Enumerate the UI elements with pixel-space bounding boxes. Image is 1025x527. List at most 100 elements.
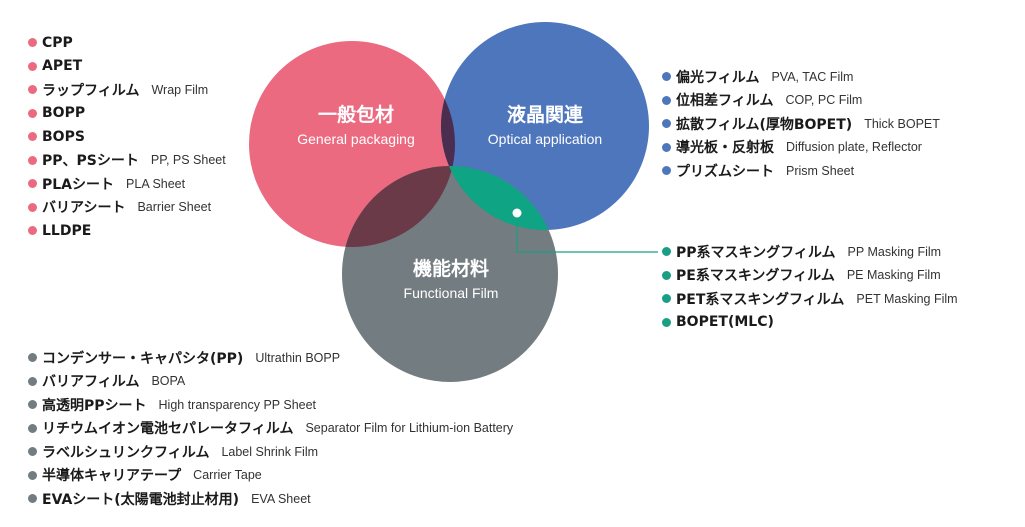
item-name-jp: バリアシート (42, 200, 126, 217)
list-item: CPP (28, 31, 226, 55)
item-name-jp: EVAシート(太陽電池封止材用) (42, 491, 240, 508)
connector-line (516, 213, 658, 253)
connector-dot (512, 208, 522, 218)
list-item: 導光板・反射板 Diffusion plate, Reflector (662, 136, 940, 160)
bullet-dot-icon (662, 270, 671, 280)
functional-film-title: 機能材料 (413, 257, 489, 280)
item-name-jp: 偏光フィルム (676, 69, 760, 86)
item-name-jp: バリアフィルム (42, 374, 140, 391)
item-name-en: Label Shrink Film (221, 444, 319, 459)
item-name-jp: LLDPE (42, 222, 92, 239)
list-item: ラベルシュリンクフィルム Label Shrink Film (28, 440, 513, 464)
bullet-dot-icon (28, 353, 37, 363)
functional-film-list: コンデンサー・キャパシタ(PP) Ultrathin BOPP バリアフィルム BOP… (28, 346, 513, 511)
item-name-en: PVA, TAC Film (771, 69, 854, 84)
list-item: リチウムイオン電池セパレータフィルム Separator Film for Lit… (28, 417, 513, 441)
item-name-jp: BOPS (42, 128, 85, 145)
item-name-en: PLA Sheet (126, 176, 186, 191)
bullet-dot-icon (28, 85, 37, 95)
item-name-jp: PET系マスキングフィルム (676, 291, 845, 308)
optical-application-list: 偏光フィルム PVA, TAC Film 位相差フィルム COP, PC Film 拡散… (662, 65, 940, 183)
bullet-dot-icon (28, 108, 37, 118)
item-name-en: Wrap Film (151, 82, 209, 97)
item-name-jp: PE系マスキングフィルム (676, 268, 835, 285)
general-packaging-subtitle: General packaging (297, 131, 415, 147)
item-name-jp: PP系マスキングフィルム (676, 244, 836, 261)
item-name-en: PET Masking Film (856, 291, 958, 306)
list-item: PLAシート PLA Sheet (28, 172, 226, 196)
item-name-jp: ラップフィルム (42, 82, 140, 99)
bullet-dot-icon (662, 95, 671, 105)
item-name-jp: CPP (42, 34, 73, 51)
item-name-en: Thick BOPET (864, 116, 940, 131)
bullet-dot-icon (28, 226, 37, 236)
bullet-dot-icon (662, 119, 671, 129)
item-name-jp: 半導体キャリアテープ (42, 468, 182, 485)
bullet-dot-icon (28, 470, 37, 480)
item-name-jp: 導光板・反射板 (676, 140, 774, 157)
bullet-dot-icon (28, 179, 37, 189)
list-item: PE系マスキングフィルム PE Masking Film (662, 264, 958, 288)
list-item: 拡散フィルム(厚物BOPET)Thick BOPET (662, 112, 940, 136)
list-item: 半導体キャリアテープ Carrier Tape (28, 464, 513, 488)
item-name-jp: プリズムシート (676, 163, 774, 180)
bullet-dot-icon (662, 142, 671, 152)
item-name-jp: リチウムイオン電池セパレータフィルム (42, 421, 294, 438)
item-name-jp: 位相差フィルム (676, 93, 774, 110)
item-name-en: PP, PS Sheet (150, 153, 226, 168)
item-name-en: Separator Film for Lithium-ion Battery (305, 421, 514, 436)
item-name-jp: 高透明PPシート (42, 397, 147, 414)
bullet-dot-icon (28, 423, 37, 433)
item-name-jp: BOPET(MLC) (676, 314, 774, 331)
bullet-dot-icon (662, 294, 671, 304)
item-name-jp: APET (42, 58, 83, 75)
item-name-jp: ラベルシュリンクフィルム (42, 444, 210, 461)
list-item: プリズムシート Prism Sheet (662, 159, 940, 183)
list-item: コンデンサー・キャパシタ(PP) Ultrathin BOPP (28, 346, 513, 370)
item-name-jp: PP、PSシート (42, 153, 139, 170)
list-item: BOPS (28, 125, 226, 149)
list-item: 位相差フィルム COP, PC Film (662, 89, 940, 113)
functional-film-subtitle: Functional Film (404, 285, 499, 301)
overlap-general-functional (342, 166, 455, 247)
bullet-dot-icon (662, 317, 671, 327)
bullet-dot-icon (28, 132, 37, 142)
bullet-dot-icon (28, 155, 37, 165)
bullet-dot-icon (28, 202, 37, 212)
item-name-en: COP, PC Film (785, 93, 863, 108)
overlap-optical-functional (441, 166, 558, 230)
general-packaging-title: 一般包材 (318, 103, 394, 126)
list-item: ラップフィルム Wrap Film (28, 78, 226, 102)
item-name-en: BOPA (151, 374, 186, 389)
bullet-dot-icon (662, 72, 671, 82)
list-item: 偏光フィルム PVA, TAC Film (662, 65, 940, 89)
list-item: PP系マスキングフィルム PP Masking Film (662, 240, 958, 264)
bullet-dot-icon (28, 376, 37, 386)
bullet-dot-icon (28, 38, 37, 48)
list-item: BOPET(MLC) (662, 311, 958, 335)
item-name-en: PP Masking Film (847, 244, 942, 259)
item-name-en: Carrier Tape (193, 468, 262, 483)
item-name-en: Barrier Sheet (137, 200, 212, 215)
list-item: APET (28, 55, 226, 79)
item-name-jp: PLAシート (42, 176, 115, 193)
item-name-en: Diffusion plate, Reflector (786, 140, 922, 155)
item-name-jp: BOPP (42, 105, 86, 122)
optical-application-title: 液晶関連 (507, 103, 584, 126)
list-item: BOPP (28, 102, 226, 126)
item-name-en: Prism Sheet (786, 163, 855, 178)
item-name-en: Ultrathin BOPP (255, 350, 341, 365)
bullet-dot-icon (28, 494, 37, 504)
list-item: EVAシート(太陽電池封止材用)EVA Sheet (28, 487, 513, 511)
list-item: PET系マスキングフィルム PET Masking Film (662, 287, 958, 311)
bullet-dot-icon (662, 247, 671, 257)
list-item: LLDPE (28, 219, 226, 243)
item-name-jp: コンデンサー・キャパシタ(PP) (42, 350, 244, 367)
bullet-dot-icon (662, 166, 671, 176)
list-item: バリアシート Barrier Sheet (28, 196, 226, 220)
item-name-en: PE Masking Film (846, 268, 941, 283)
bullet-dot-icon (28, 400, 37, 410)
